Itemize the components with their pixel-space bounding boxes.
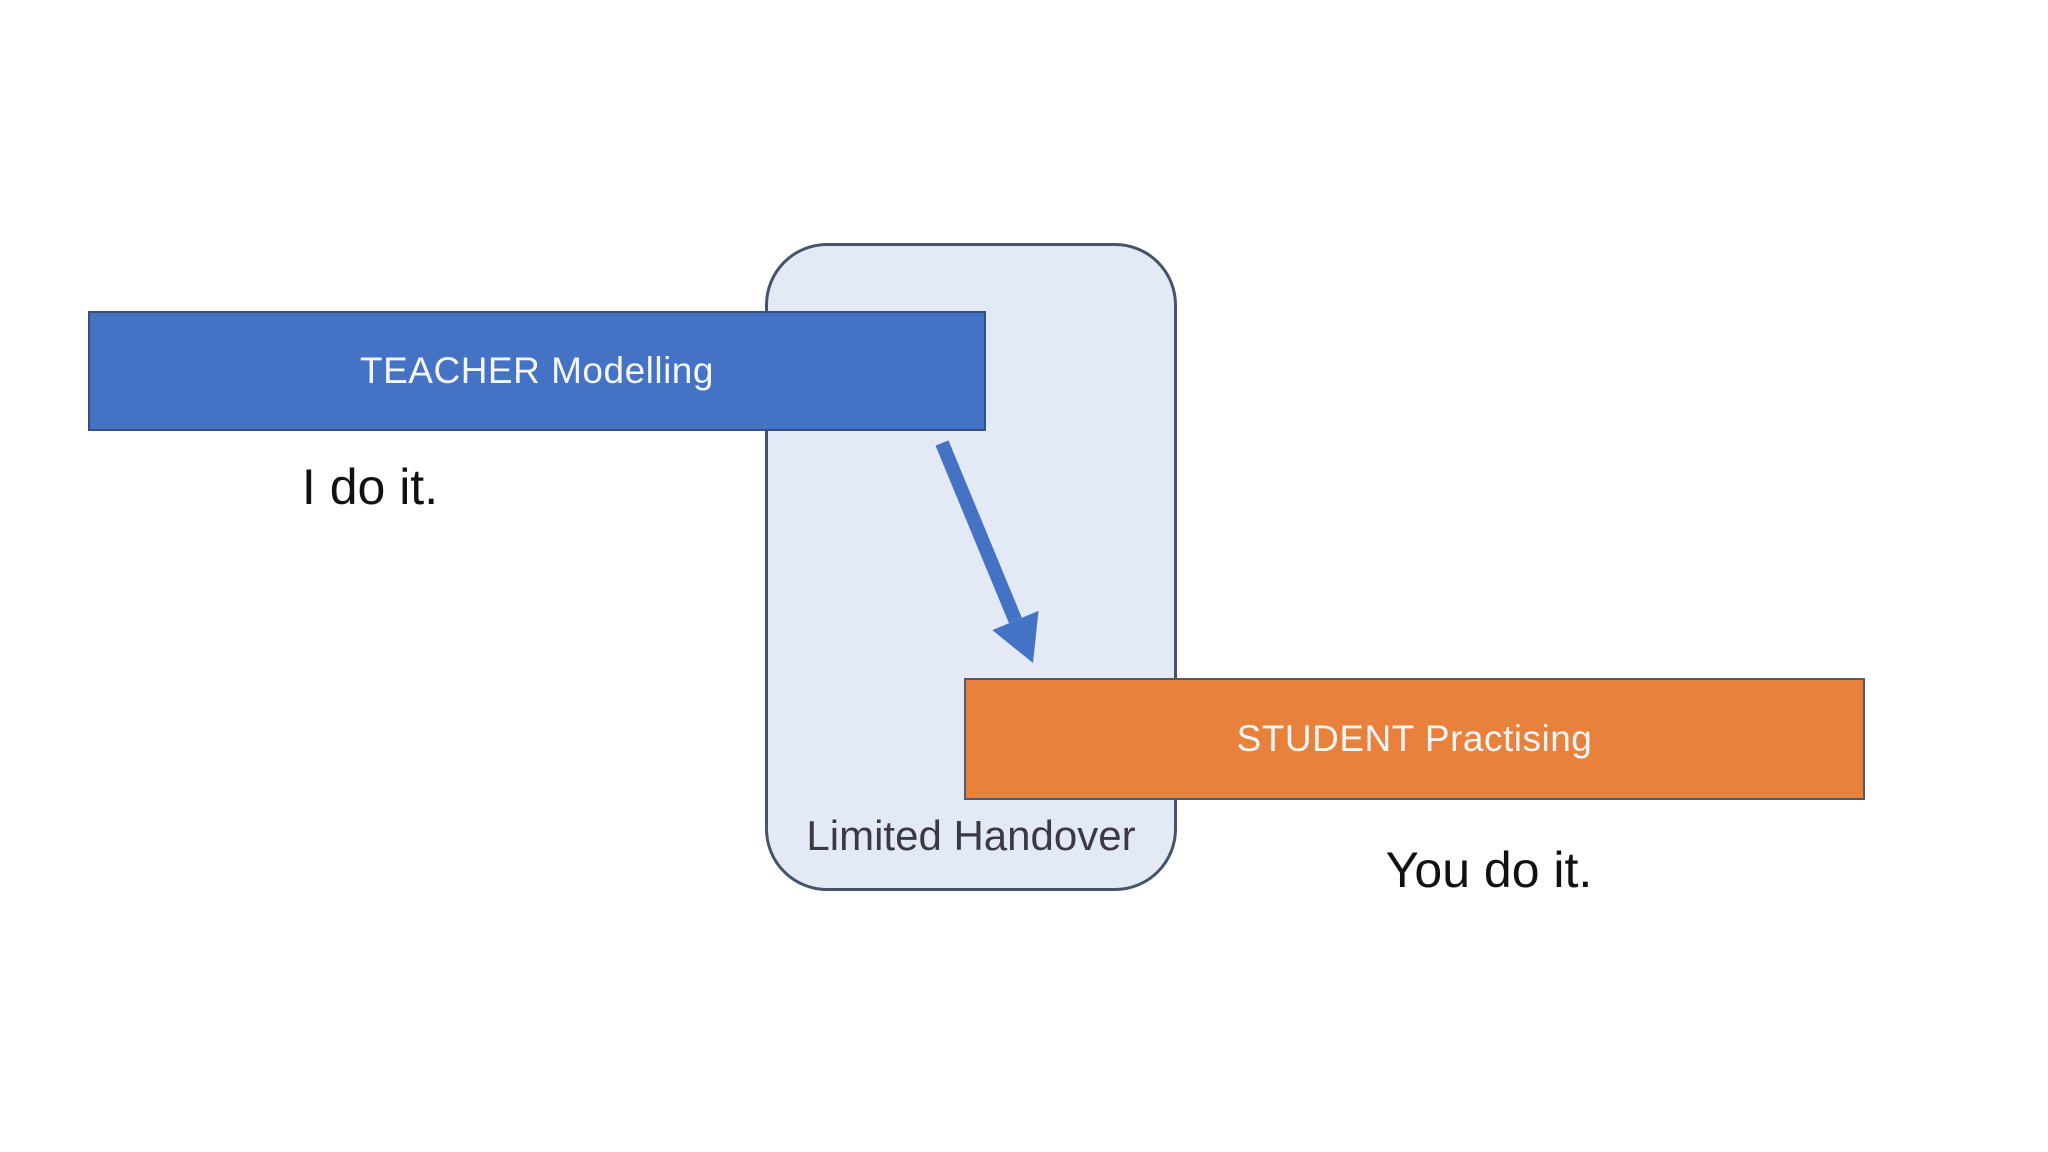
arrow-shaft [935, 440, 1022, 624]
teacher-to-student-arrow-icon [935, 440, 1039, 663]
arrow-head [992, 610, 1039, 663]
teacher-modelling-box: TEACHER Modelling [88, 311, 986, 431]
teacher-caption: I do it. [301, 459, 439, 515]
teacher-modelling-label: TEACHER Modelling [360, 350, 714, 391]
limited-handover-label: Limited Handover [806, 812, 1136, 859]
student-practising-box: STUDENT Practising [964, 678, 1865, 800]
student-caption: You do it. [1385, 842, 1593, 898]
student-practising-label: STUDENT Practising [1236, 718, 1593, 759]
